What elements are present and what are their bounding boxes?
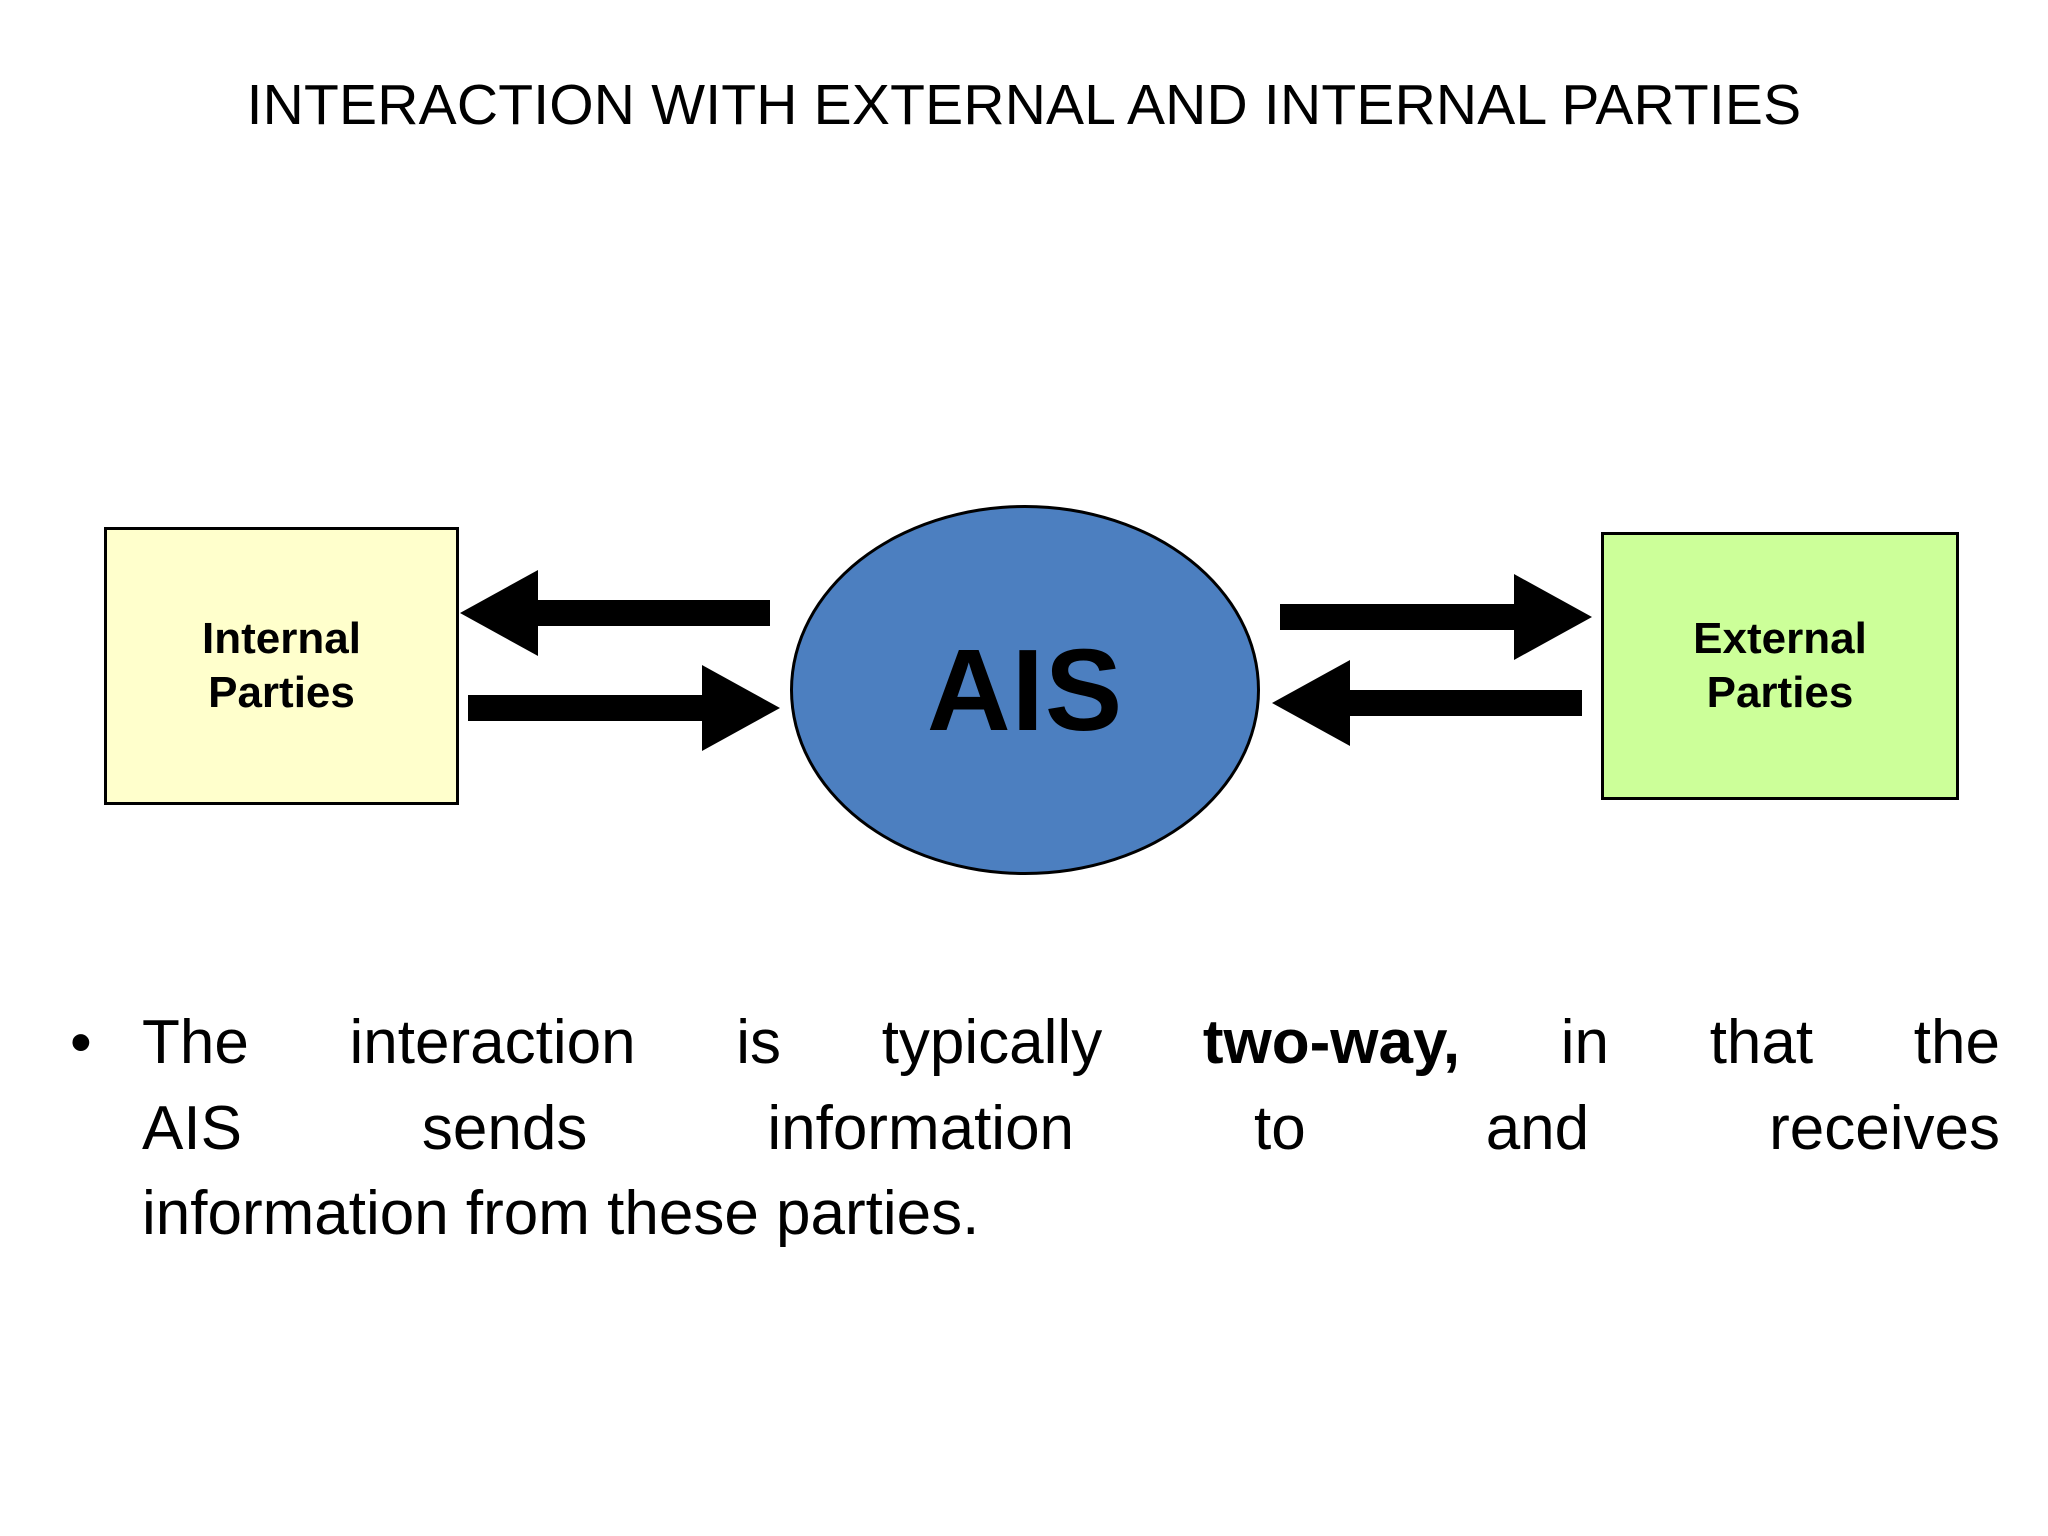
bullet-line-1-post: in that the — [1460, 1008, 2000, 1077]
external-parties-label-wrap: External Parties — [1693, 612, 1867, 719]
external-parties-label-line1: External — [1693, 614, 1867, 664]
bullet-line-1: The interaction is typically two-way, in… — [142, 1000, 2000, 1086]
bullet-line-1-pre: The interaction is typically — [142, 1008, 1203, 1077]
bullet-line-1-emphasis: two-way, — [1202, 1008, 1461, 1077]
bullet-text: The interaction is typically two-way, in… — [142, 1000, 2000, 1257]
internal-parties-label-line1: Internal — [202, 614, 361, 664]
bullet-line-3: information from these parties. — [142, 1179, 980, 1249]
internal-parties-label-line2: Parties — [208, 668, 355, 717]
external-parties-box: External Parties — [1601, 532, 1959, 800]
external-parties-label-line2: Parties — [1706, 668, 1854, 717]
interaction-diagram: Internal Parties AIS External Parties — [104, 505, 1959, 875]
ais-node-label: AIS — [926, 625, 1124, 755]
bullet-marker-icon: • — [70, 1008, 92, 1077]
body-content: • The interaction is typically two-way, … — [70, 1000, 2000, 1257]
ais-node: AIS — [790, 505, 1260, 875]
internal-parties-box: Internal Parties — [104, 527, 459, 805]
arrow-ais-to-external-icon — [1280, 574, 1592, 660]
arrow-ais-to-internal-icon — [460, 570, 770, 656]
arrow-external-to-ais-icon — [1272, 660, 1582, 746]
bullet-line-2: AIS sends information to and receives — [142, 1093, 2000, 1163]
bullet-item: • The interaction is typically two-way, … — [70, 1000, 2000, 1257]
internal-parties-label-wrap: Internal Parties — [202, 612, 361, 719]
page-title: INTERACTION WITH EXTERNAL AND INTERNAL P… — [246, 73, 1802, 137]
arrow-internal-to-ais-icon — [468, 665, 780, 751]
